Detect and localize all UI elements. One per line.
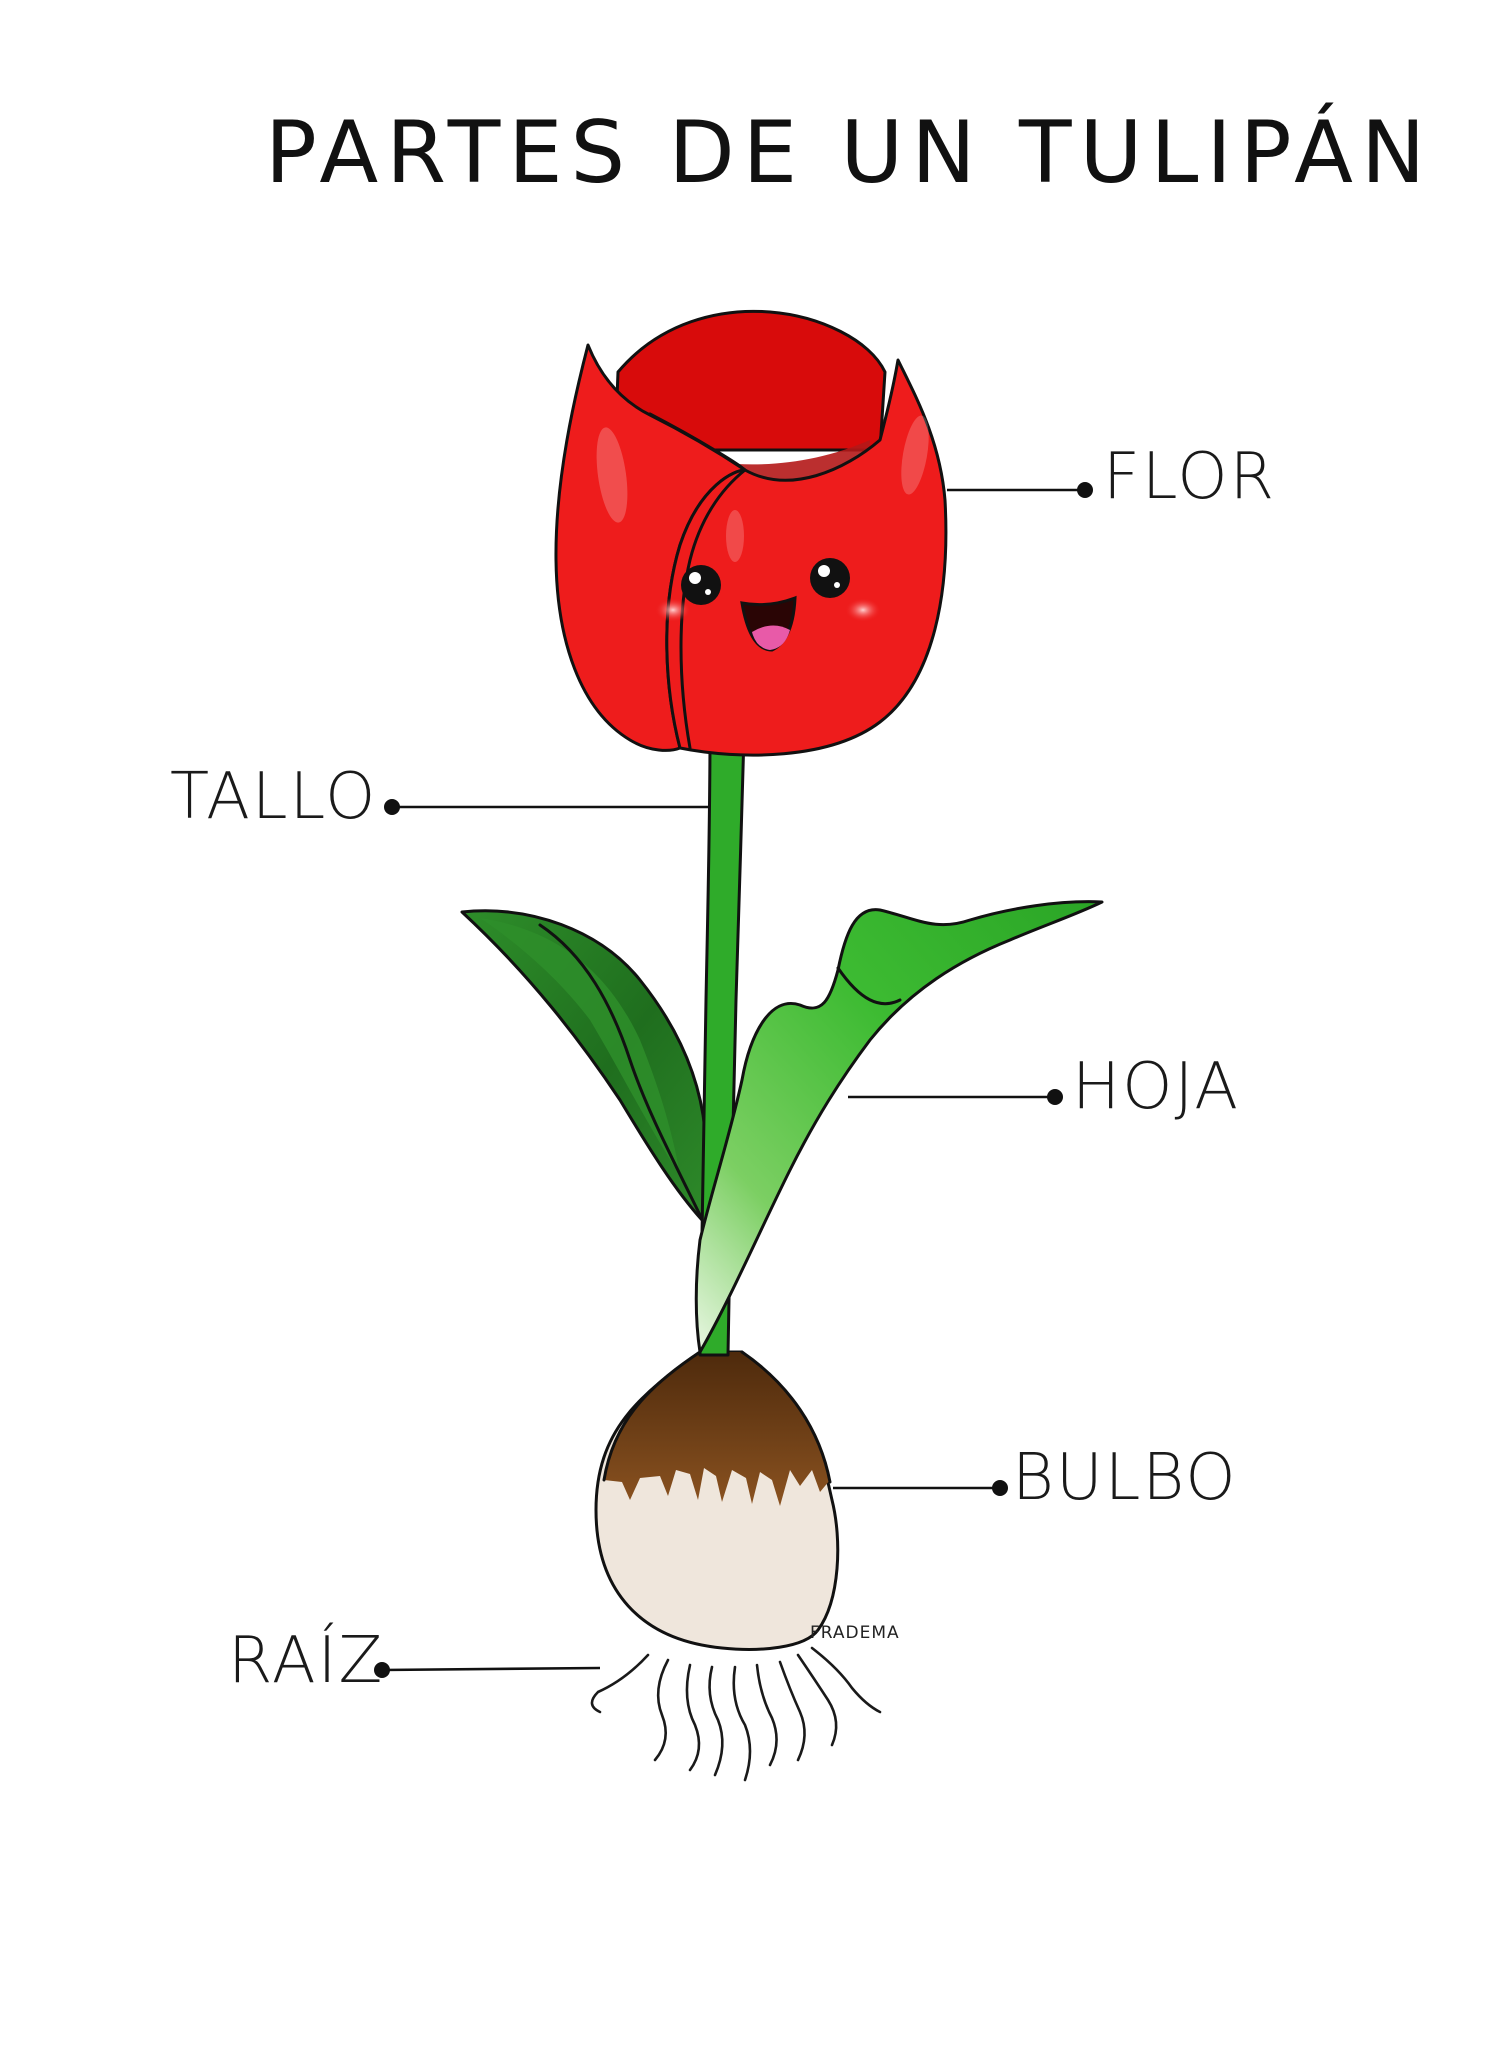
- left-eye: [681, 565, 721, 605]
- label-raiz: RAÍZ: [228, 1622, 601, 1698]
- bulb-tunic: [604, 1352, 830, 1506]
- label-tallo: TALLO: [170, 760, 708, 834]
- label-tallo-text: TALLO: [170, 760, 377, 834]
- flower-face: [655, 558, 881, 652]
- label-raiz-text: RAÍZ: [228, 1622, 384, 1698]
- left-leaf: [460, 909, 708, 1222]
- label-hoja: HOJA: [848, 1050, 1240, 1124]
- bulb: [594, 1350, 840, 1651]
- label-bulbo-text: BULBO: [1012, 1441, 1238, 1515]
- page-title: PARTES DE UN TULIPÁN: [265, 102, 1433, 203]
- label-flor: FLOR: [947, 440, 1276, 514]
- label-bulbo: BULBO: [833, 1441, 1238, 1515]
- label-hoja-text: HOJA: [1072, 1050, 1240, 1124]
- left-cheek: [655, 598, 691, 622]
- roots: [590, 1646, 882, 1782]
- right-leaf: [694, 900, 1104, 1354]
- right-cheek: [845, 598, 881, 622]
- right-eye: [810, 558, 850, 598]
- flower: [554, 309, 948, 757]
- label-flor-text: FLOR: [1103, 440, 1276, 514]
- artist-credit: FRADEMA: [810, 1623, 900, 1643]
